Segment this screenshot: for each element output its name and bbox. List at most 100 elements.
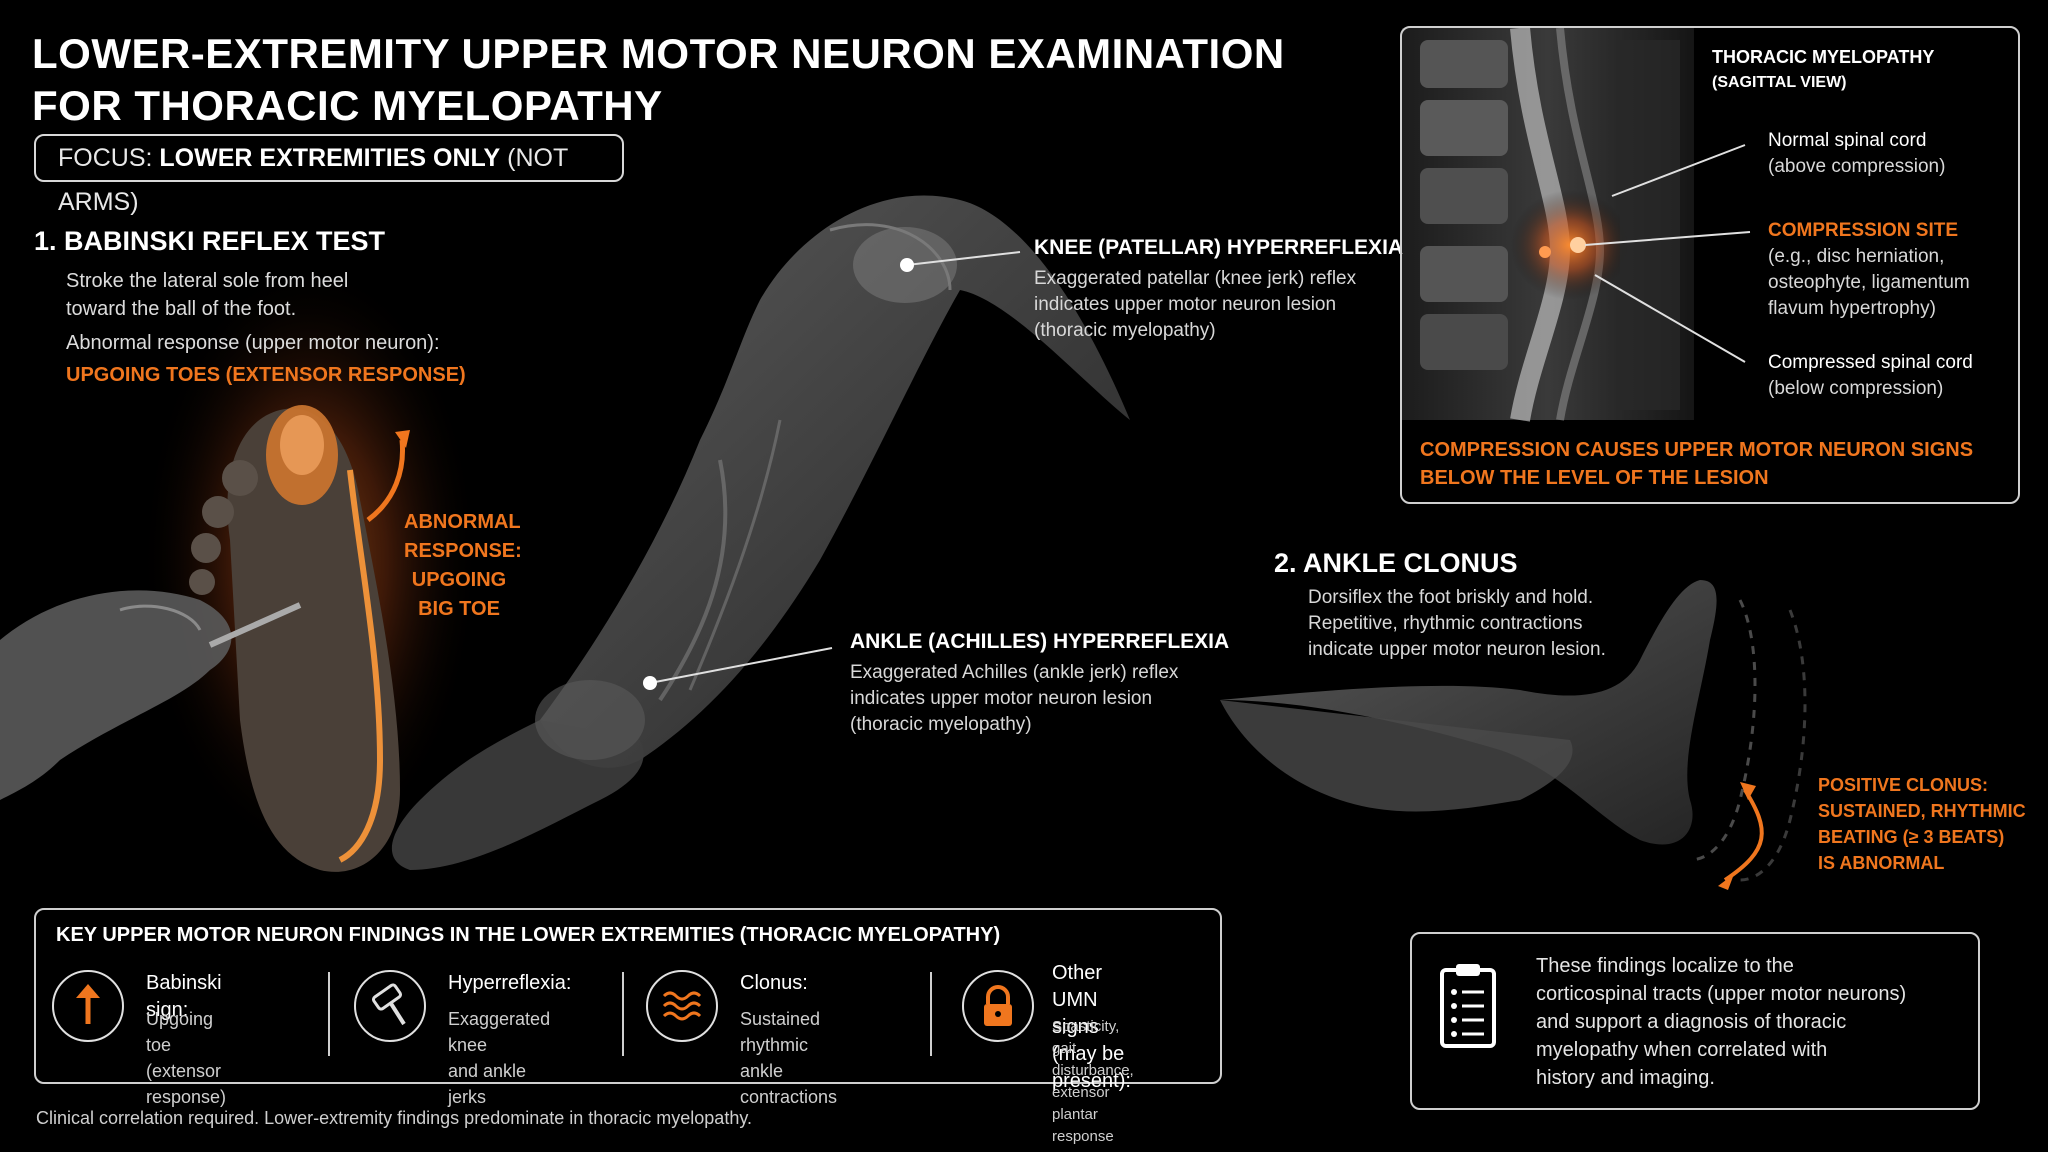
ankle-pointer-line: [649, 647, 833, 684]
clonus-line-2: Repetitive, rhythmic contractions: [1308, 613, 1583, 634]
compressed-cord-label: Compressed spinal cord (below compressio…: [1768, 350, 1973, 402]
key-findings-box: KEY UPPER MOTOR NEURON FINDINGS IN THE L…: [34, 908, 1222, 1145]
key-babinski-sub-1: Upgoing toe: [146, 1009, 214, 1055]
key-other-title-1: Other UMN signs: [1052, 962, 1103, 1038]
compression-line-1: (e.g., disc herniation,: [1768, 246, 1945, 267]
positive-line-2: SUSTAINED, RHYTHMIC: [1818, 801, 2026, 821]
compressed-cord-sub: (below compression): [1768, 378, 1944, 399]
spine-title: THORACIC MYELOPATHY (SAGITTAL VIEW): [1712, 44, 1934, 96]
key-clonus-sub-2: ankle contractions: [740, 1061, 838, 1107]
examiner-hand-illustration: [0, 590, 302, 800]
knee-line-1: Exaggerated patellar (knee jerk) reflex: [1034, 268, 1357, 289]
key-clonus-sub-1: Sustained rhythmic: [740, 1009, 821, 1055]
knee-line-3: (thoracic myelopathy): [1034, 320, 1216, 341]
key-divider: [328, 972, 330, 1056]
lock-icon: [962, 970, 1034, 1042]
key-other-title-2: (may be present):: [1052, 1043, 1131, 1092]
title-line-2: FOR THORACIC MYELOPATHY: [32, 82, 663, 129]
compressed-cord-title: Compressed spinal cord: [1768, 352, 1973, 373]
normal-cord-title: Normal spinal cord: [1768, 130, 1927, 151]
key-other-sub-1: Spasticity, gait disturbance,: [1052, 1018, 1134, 1079]
positive-line-3: BEATING (≥ 3 BEATS): [1818, 827, 2005, 847]
abnormal-response-label: ABNORMAL RESPONSE: UPGOING BIG TOE: [404, 508, 522, 624]
title-line-1: LOWER-EXTREMITY UPPER MOTOR NEURON EXAMI…: [32, 30, 1285, 77]
key-other-sub-2: extensor plantar response: [1052, 1084, 1114, 1145]
ankle-annotation: ANKLE (ACHILLES) HYPERREFLEXIA Exaggerat…: [850, 630, 1229, 738]
key-findings-heading: KEY UPPER MOTOR NEURON FINDINGS IN THE L…: [56, 924, 1001, 946]
response-line-1: ABNORMAL: [404, 511, 521, 533]
up-arrow-icon: [52, 970, 124, 1042]
ankle-label: ANKLE (ACHILLES) HYPERREFLEXIA: [850, 630, 1230, 653]
normal-cord-line: [1611, 144, 1746, 197]
babinski-highlight: UPGOING TOES (EXTENSOR RESPONSE): [66, 364, 466, 386]
key-hyper-title: Hyperreflexia:: [448, 972, 572, 994]
summary-text: These findings localize to the corticosp…: [1536, 952, 1906, 1092]
compression-line-2: osteophyte, ligamentum: [1768, 272, 1970, 293]
spine-title-2: (SAGITTAL VIEW): [1712, 74, 1847, 91]
response-line-3: UPGOING: [411, 569, 507, 591]
ankle-line-3: (thoracic myelopathy): [850, 714, 1032, 735]
clonus-line-1: Dorsiflex the foot briskly and hold.: [1308, 587, 1594, 608]
positive-line-4: IS ABNORMAL: [1818, 853, 1945, 873]
clonus-heading: 2. ANKLE CLONUS: [1274, 548, 1518, 578]
key-babinski-title: Babinski sign:: [146, 972, 222, 1021]
response-line-2: RESPONSE:: [404, 540, 522, 562]
key-hyper-sub-1: Exaggerated knee: [448, 1009, 551, 1055]
knee-annotation: KNEE (PATELLAR) HYPERREFLEXIA Exaggerate…: [1034, 236, 1403, 344]
summary-line-4: myelopathy when correlated with: [1536, 1039, 1828, 1061]
normal-cord-sub: (above compression): [1768, 156, 1946, 177]
positive-clonus-label: POSITIVE CLONUS: SUSTAINED, RHYTHMIC BEA…: [1818, 772, 2026, 876]
clonus-arrow-icon: [1718, 782, 1764, 890]
babinski-heading: 1. BABINSKI REFLEX TEST: [34, 226, 386, 256]
babinski-line-1: Stroke the lateral sole from heel: [66, 270, 349, 292]
key-other-sub: Spasticity, gait disturbance, extensor p…: [1052, 1016, 1134, 1148]
spine-mri-image: [1402, 27, 1694, 422]
key-babinski-sub-2: (extensor response): [146, 1061, 227, 1107]
babinski-section: 1. BABINSKI REFLEX TEST Stroke the later…: [34, 226, 466, 389]
knee-line-2: indicates upper motor neuron lesion: [1034, 294, 1337, 315]
footer-note: Clinical correlation required. Lower-ext…: [36, 1108, 752, 1128]
focus-prefix: FOCUS:: [58, 144, 160, 172]
wave-icon: [646, 970, 718, 1042]
spine-note-2: BELOW THE LEVEL OF THE LESION: [1420, 467, 1769, 489]
babinski-line-2: toward the ball of the foot.: [66, 298, 297, 320]
key-babinski-sub: Upgoing toe (extensor response): [146, 1006, 226, 1110]
key-hyper-sub: Exaggerated knee and ankle jerks: [448, 1006, 550, 1110]
summary-line-3: and support a diagnosis of thoracic: [1536, 1011, 1847, 1033]
key-hyper-sub-2: and ankle jerks: [448, 1061, 527, 1107]
compressed-cord-line: [1594, 274, 1746, 363]
key-divider: [930, 972, 932, 1056]
clonus-line-3: indicate upper motor neuron lesion.: [1308, 639, 1606, 660]
knee-pointer-line: [906, 251, 1021, 266]
focus-suffix: (NOT ARMS): [58, 144, 568, 216]
clonus-foot-illustration: [1220, 580, 1807, 882]
leg-illustration: [391, 195, 1130, 870]
summary-line-1: These findings localize to the: [1536, 955, 1794, 977]
spine-title-1: THORACIC MYELOPATHY: [1712, 47, 1935, 67]
upgoing-arrow-icon: [366, 439, 406, 523]
compression-site-label: COMPRESSION SITE (e.g., disc herniation,…: [1768, 218, 1970, 322]
summary-box: These findings localize to the corticosp…: [1410, 932, 1980, 1110]
compression-line-3: flavum hypertrophy): [1768, 298, 1936, 319]
clipboard-icon: [1438, 960, 1498, 1055]
spine-note-1: COMPRESSION CAUSES UPPER MOTOR NEURON SI…: [1420, 439, 1974, 461]
key-other-title: Other UMN signs (may be present):: [1052, 960, 1131, 1095]
focus-box: FOCUS: LOWER EXTREMITIES ONLY (NOT ARMS): [34, 134, 624, 216]
foot-sole-illustration: [140, 260, 480, 872]
normal-cord-label: Normal spinal cord (above compression): [1768, 128, 1945, 180]
key-divider: [622, 972, 624, 1056]
reflex-hammer-icon: [354, 970, 426, 1042]
compression-line: [1584, 231, 1751, 246]
knee-label: KNEE (PATELLAR) HYPERREFLEXIA: [1034, 236, 1404, 259]
summary-line-5: history and imaging.: [1536, 1067, 1715, 1089]
ankle-line-1: Exaggerated Achilles (ankle jerk) reflex: [850, 662, 1179, 683]
ankle-line-2: indicates upper motor neuron lesion: [850, 688, 1153, 709]
response-line-4: BIG TOE: [418, 598, 500, 620]
page-title: LOWER-EXTREMITY UPPER MOTOR NEURON EXAMI…: [32, 28, 1285, 132]
compression-site-title: COMPRESSION SITE: [1768, 220, 1959, 241]
spine-note: COMPRESSION CAUSES UPPER MOTOR NEURON SI…: [1420, 436, 1973, 492]
babinski-line-3: Abnormal response (upper motor neuron):: [66, 332, 440, 354]
focus-bold: LOWER EXTREMITIES ONLY: [159, 144, 501, 172]
summary-line-2: corticospinal tracts (upper motor neuron…: [1536, 983, 1907, 1005]
